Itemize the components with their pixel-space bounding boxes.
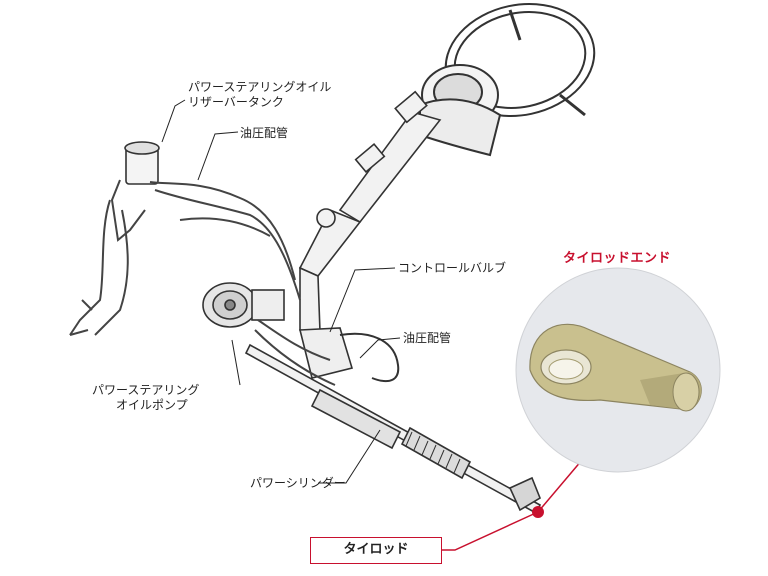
- tie-rod-end-photo: [515, 267, 721, 473]
- pump-label-line2: オイルポンプ: [116, 398, 188, 412]
- pump-label-line1: パワーステアリング: [92, 383, 200, 397]
- oil-pipe-right-label: 油圧配管: [403, 331, 452, 345]
- reservoir-tank-label-line1: パワーステアリングオイル: [188, 80, 332, 94]
- reservoir-tank: [124, 141, 160, 185]
- tie-rod-tag: タイロッド: [310, 537, 442, 564]
- upper-oil-pipes: [69, 179, 301, 336]
- callout-lines: [161, 99, 401, 484]
- tie-rod-end-title: タイロッドエンド: [563, 251, 672, 266]
- power-cylinder-label: パワーシリンダー: [250, 476, 346, 490]
- steering-column: [298, 90, 442, 333]
- oil-pipe-upper-label: 油圧配管: [240, 126, 289, 140]
- tie-rod-tag-label: タイロッド: [343, 542, 409, 557]
- control-valve: [298, 327, 400, 383]
- lower-oil-pipes: [254, 319, 336, 386]
- steering-wheel: [419, 2, 596, 157]
- control-valve-label: コントロールバルブ: [398, 261, 507, 275]
- reservoir-tank-label-line2: リザーバータンク: [188, 95, 284, 109]
- tie-rod-callout-line: [442, 511, 539, 551]
- tie-rod-end-callout-line: [537, 459, 583, 513]
- oil-pump: [202, 282, 285, 328]
